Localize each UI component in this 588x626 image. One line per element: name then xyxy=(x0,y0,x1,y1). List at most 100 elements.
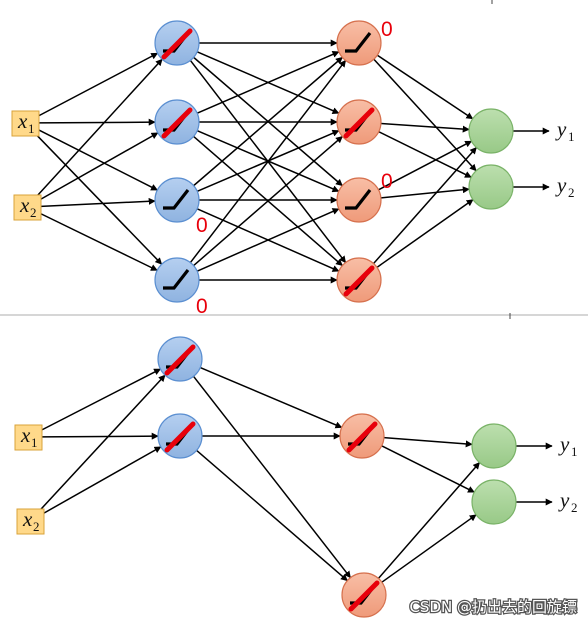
red-strike-icon xyxy=(346,421,378,453)
full-network-hidden1-neuron xyxy=(154,20,200,66)
full-network-edge xyxy=(35,58,163,198)
connections xyxy=(34,39,553,583)
thinned-network-edge xyxy=(381,445,475,493)
red-strike-icon xyxy=(161,107,193,139)
thinned-network-edge xyxy=(40,368,162,432)
red-strike-icon xyxy=(343,265,375,297)
full-network-output-label-2-symbol: y xyxy=(555,173,567,197)
relu-activation-icon xyxy=(163,269,190,290)
thinned-network-output-label-2-symbol: y xyxy=(558,488,570,512)
relu-activation-icon xyxy=(345,32,372,53)
full-network-edge xyxy=(40,197,156,208)
full-network-edge xyxy=(373,146,477,265)
full-network-hidden2-neuron xyxy=(336,20,382,66)
full-network-zero-label: 0 xyxy=(196,214,208,237)
thinned-network-hidden1-neuron xyxy=(157,413,203,459)
full-network-edge xyxy=(34,132,163,265)
full-network-edge xyxy=(378,140,473,191)
full-network-input-2-index: 2 xyxy=(30,205,37,220)
full-network-hidden2-neuron-body xyxy=(336,177,382,223)
thinned-network-output-label-2-index: 2 xyxy=(571,500,578,515)
watermark: CSDN @扔出去的回旋镖 xyxy=(409,598,577,616)
full-network-hidden2-neuron xyxy=(336,257,382,303)
full-network-hidden1-neuron xyxy=(154,177,200,223)
full-network-edge xyxy=(37,52,159,118)
thinned-network-hidden2-neuron xyxy=(339,413,385,459)
full-network-output-label-1-symbol: y xyxy=(555,117,567,141)
thinned-network-output-label-1-symbol: y xyxy=(558,432,570,456)
full-network-edge xyxy=(380,122,470,133)
thinned-network-input-2-box xyxy=(16,508,45,535)
thinned-network-input-2-index: 2 xyxy=(33,519,40,534)
thinned-network-output-neuron-body xyxy=(471,423,517,469)
full-network-hidden1-neuron xyxy=(154,257,200,303)
thinned-network-edge xyxy=(196,449,348,582)
full-network-hidden1-neuron-body xyxy=(154,257,200,303)
thinned-network-input-1-box xyxy=(14,424,43,451)
full-network-output-neuron xyxy=(468,108,514,154)
thinned-network-edge xyxy=(192,375,352,579)
thinned-network-input-1-index: 1 xyxy=(31,435,38,450)
full-network-edge xyxy=(38,132,159,201)
full-network-edge xyxy=(380,186,470,199)
full-network-output-neuron-body xyxy=(468,164,514,210)
full-network-input-1-index: 1 xyxy=(28,121,35,136)
full-network-input-2-label: x xyxy=(19,193,30,217)
red-strike-icon xyxy=(343,107,375,139)
thinned-network-input-1-label: x xyxy=(20,423,31,447)
full-network-hidden1-neuron-body xyxy=(154,177,200,223)
full-network-hidden2-neuron xyxy=(336,99,382,145)
thinned-network-input-2-label: x xyxy=(22,507,33,531)
relu-activation-icon xyxy=(163,189,190,210)
full-network-output-label-2-index: 2 xyxy=(568,185,575,200)
thinned-network-output-neuron-body xyxy=(471,479,517,525)
full-network-edge xyxy=(376,199,474,268)
full-network-input-1-box xyxy=(11,110,40,137)
full-network-edge xyxy=(373,58,477,172)
thinned-network-edge xyxy=(38,374,166,512)
full-network-hidden1-neuron xyxy=(154,99,200,145)
red-strike-icon xyxy=(164,421,196,453)
full-network-zero-label: 0 xyxy=(381,18,393,41)
full-network-edge xyxy=(38,118,156,126)
thinned-network-edge xyxy=(199,366,343,429)
full-network-edge xyxy=(39,212,158,272)
full-network-edge xyxy=(193,56,343,187)
red-strike-icon xyxy=(164,344,196,376)
thinned-network-hidden2-neuron xyxy=(341,572,387,618)
thinned-network-edge xyxy=(41,432,159,440)
full-network-edge xyxy=(196,51,340,114)
thinned-network-hidden1-neuron xyxy=(157,336,203,382)
relu-activation-icon xyxy=(345,189,372,210)
full-network-zero-label: 0 xyxy=(381,170,393,193)
full-network-edge xyxy=(37,128,158,191)
full-network-hidden2-neuron-body xyxy=(336,20,382,66)
full-network-input-1-label: x xyxy=(17,109,28,133)
thinned-network-edge xyxy=(381,514,477,583)
full-network-output-label-1-index: 1 xyxy=(568,129,575,144)
full-network-edge xyxy=(193,135,343,267)
thinned-network-output-neuron xyxy=(471,423,517,469)
full-network-output-neuron-body xyxy=(468,108,514,154)
thinned-network-edge xyxy=(383,436,473,448)
full-network-edge xyxy=(189,59,347,264)
thinned-network-edge xyxy=(41,446,162,515)
full-network-edge xyxy=(196,208,340,272)
thinned-network-edge xyxy=(377,462,481,579)
thinned-network-output-neuron xyxy=(471,479,517,525)
red-strike-icon xyxy=(348,580,380,612)
full-network-hidden2-neuron xyxy=(336,177,382,223)
full-network-output-neuron xyxy=(468,164,514,210)
full-network-zero-label: 0 xyxy=(196,295,208,318)
full-network-edge xyxy=(376,54,474,120)
thinned-network-output-label-1-index: 1 xyxy=(571,444,578,459)
